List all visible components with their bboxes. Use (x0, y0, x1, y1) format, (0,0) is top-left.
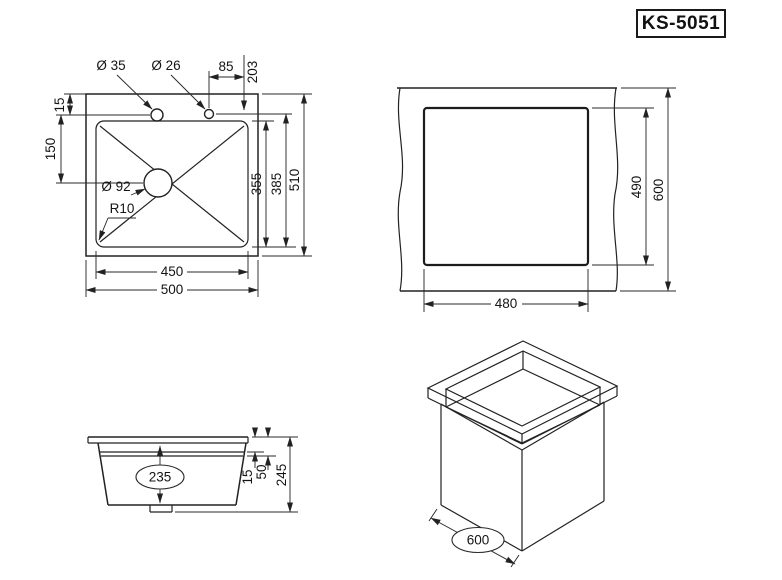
cutout-outline (397, 87, 619, 292)
dim-rim-step: 15 (240, 469, 255, 484)
top-view-outline (85, 93, 259, 257)
iso-outline (426, 340, 619, 552)
top-view-labels: Ø 35 Ø 26 85 203 15 150 Ø 92 R10 355 385… (43, 58, 302, 297)
cutout-dimension-lines (423, 87, 676, 312)
soap-hole (203, 108, 215, 120)
dim-lip-height: 50 (254, 464, 269, 479)
faucet-hole (150, 108, 164, 122)
cutout-view: 490 600 480 (397, 87, 676, 312)
model-number: KS-5051 (641, 12, 721, 34)
dim-cutout-depth: 490 (629, 176, 644, 199)
dim-hole-spacing: 85 (218, 59, 233, 74)
drain-hole (143, 168, 173, 198)
dim-overall-depth: 510 (287, 169, 302, 192)
dim-overall-height: 245 (274, 464, 289, 487)
dim-bowl-outer-depth: 385 (269, 173, 284, 196)
top-view: Ø 35 Ø 26 85 203 15 150 Ø 92 R10 355 385… (43, 55, 312, 297)
section-labels: 235 15 50 245 (149, 464, 289, 487)
dim-overall-width: 500 (161, 282, 184, 297)
bowl-outline (95, 120, 249, 248)
dim-edge-to-holes: 15 (52, 97, 67, 112)
section-outline (87, 436, 249, 513)
iso-labels: 600 (467, 533, 490, 548)
cutout-square (422, 106, 590, 267)
dim-holes-to-center: 150 (43, 138, 58, 161)
dim-bowl-depth: 235 (149, 470, 172, 485)
break-line-left (397, 87, 404, 292)
section-dimension-lines (135, 427, 298, 513)
top-view-dimension-lines (56, 55, 312, 297)
dim-soap-hole-dia: Ø 26 (151, 58, 180, 73)
dim-corner-radius: R10 (110, 201, 135, 216)
section-view: 235 15 50 245 (87, 427, 298, 513)
dim-drain-dia: Ø 92 (101, 179, 130, 194)
dim-counter-width: 600 (467, 533, 490, 548)
dim-bowl-width: 450 (161, 264, 184, 279)
width-balloon (451, 526, 505, 554)
break-line-right (613, 87, 619, 292)
dim-faucet-hole-dia: Ø 35 (96, 58, 125, 73)
dim-bowl-inner-depth: 355 (249, 173, 264, 196)
depth-balloon (135, 464, 185, 490)
iso-dimension-lines (428, 508, 520, 568)
dim-counter-depth: 600 (651, 179, 666, 202)
dim-hole-offset: 203 (245, 61, 260, 84)
isometric-view: 600 (426, 340, 619, 568)
sink-outline (85, 93, 259, 257)
model-number-box: KS-5051 (636, 9, 726, 38)
cutout-labels: 490 600 480 (495, 176, 666, 311)
dim-cutout-width: 480 (495, 296, 518, 311)
